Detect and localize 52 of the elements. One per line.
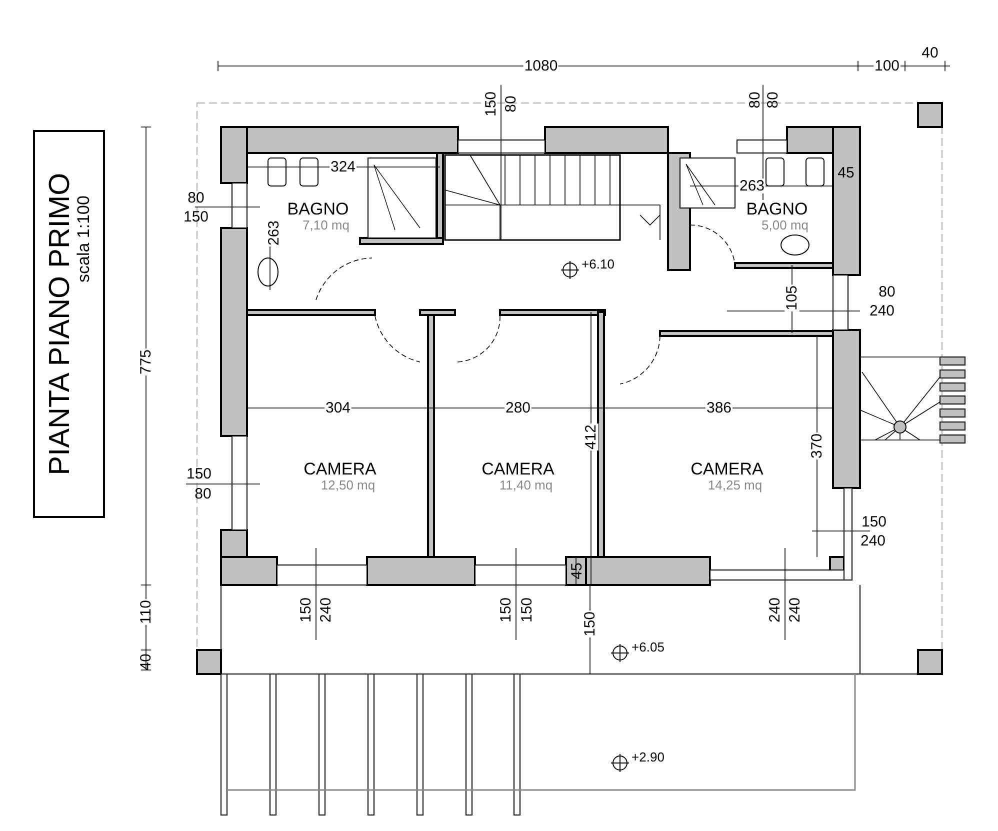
dimension-label: 304 bbox=[324, 400, 352, 416]
dimension-label: 240 bbox=[318, 596, 334, 624]
dimension-label: 150 bbox=[860, 514, 888, 530]
dimension-label: 100 bbox=[873, 58, 901, 74]
room-area: 7,10 mq bbox=[302, 218, 350, 232]
dimension-label: 150 bbox=[520, 596, 534, 624]
dimension-label: 775 bbox=[138, 348, 154, 376]
room-name: BAGNO bbox=[746, 200, 808, 218]
dimension-label: 324 bbox=[329, 160, 357, 174]
dimension-label: 80 bbox=[504, 94, 518, 114]
dimension-label: 150 bbox=[182, 210, 210, 224]
dimension-label: 45 bbox=[570, 562, 584, 580]
dimension-label: 263 bbox=[266, 219, 282, 247]
dimension-label: 80 bbox=[186, 190, 206, 206]
dimension-label: 150 bbox=[498, 596, 514, 624]
room-name: CAMERA bbox=[304, 460, 376, 478]
dimension-label: 40 bbox=[920, 46, 940, 60]
elevation-label: +2.90 bbox=[630, 750, 666, 764]
elevation-label: +6.10 bbox=[580, 258, 616, 270]
dimension-label: 110 bbox=[138, 599, 154, 625]
scale-note: scala 1:100 bbox=[75, 196, 92, 282]
room-area: 11,40 mq bbox=[499, 478, 553, 492]
dimension-label: 150 bbox=[185, 466, 213, 482]
dimension-label: 105 bbox=[784, 284, 800, 312]
dimension-label: 370 bbox=[810, 432, 824, 460]
dimension-label: 150 bbox=[298, 596, 314, 624]
plan-title: PIANTA PIANO PRIMO bbox=[46, 172, 75, 476]
dimension-label: 240 bbox=[788, 596, 802, 624]
dimension-label: 1080 bbox=[523, 58, 559, 74]
dimension-label: 150 bbox=[484, 90, 498, 118]
room-area: 14,25 mq bbox=[708, 478, 762, 492]
dimension-label: 40 bbox=[138, 652, 154, 672]
dimension-label: 80 bbox=[878, 284, 896, 300]
dimension-label: 240 bbox=[859, 534, 887, 548]
room-name: CAMERA bbox=[482, 460, 554, 478]
dimension-label: 80 bbox=[748, 90, 762, 110]
dimension-label: 240 bbox=[868, 304, 896, 318]
dimension-label: 150 bbox=[582, 610, 598, 638]
dimension-label: 240 bbox=[768, 596, 782, 624]
dimension-label: 263 bbox=[738, 178, 766, 194]
dimension-label: 80 bbox=[194, 486, 212, 502]
room-area: 12,50 mq bbox=[320, 478, 376, 492]
room-name: BAGNO bbox=[287, 200, 349, 218]
room-area: 5,00 mq bbox=[762, 218, 808, 232]
title-box bbox=[33, 130, 105, 518]
elevation-label: +6.05 bbox=[630, 640, 666, 654]
dimension-label: 80 bbox=[766, 90, 780, 110]
dimension-label: 412 bbox=[584, 423, 598, 451]
dimension-label: 386 bbox=[705, 400, 733, 416]
dimension-label: 45 bbox=[836, 166, 856, 180]
room-name: CAMERA bbox=[690, 460, 764, 478]
dimension-label: 280 bbox=[504, 400, 532, 416]
